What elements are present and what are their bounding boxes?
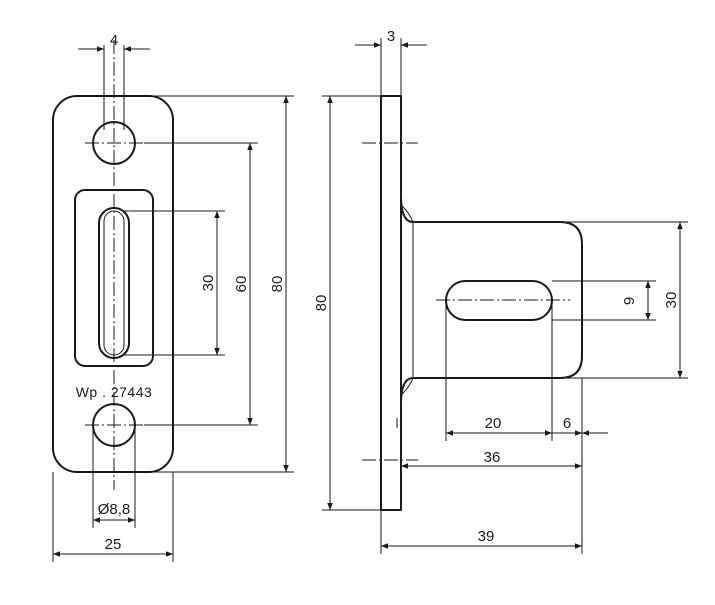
dim-label-slot-length: 20 [485,415,502,432]
tab-fillet [400,204,414,396]
dim-label-slot-length: 30 [200,275,217,292]
part-number-label: Wp . 27443 [76,384,153,400]
dim-label-tab-length: 36 [484,449,501,466]
dim-label-hole-diameter: Ø8,8 [98,501,131,518]
front-plate-outline [52,95,174,473]
dim-label-slot-end-offset: 6 [563,415,571,432]
dim-label-total-height: 80 [269,276,286,293]
side-plate-outline [380,95,402,511]
side-view: 3 80 9 30 20 6 36 39 [313,28,688,554]
dim-label-slot-width: 9 [621,297,638,305]
dim-label-hole-spacing: 60 [233,276,250,293]
dim-label-total-depth: 39 [478,528,495,545]
tab-outline [400,195,583,405]
dim-label-plate-thickness: 3 [387,28,395,45]
front-view: 4 30 60 80 Wp . 27443 Ø8,8 25 [52,32,294,562]
dim-label-width: 25 [105,536,122,553]
dim-label-top-offset: 4 [110,32,118,49]
dim-label-tab-width: 30 [663,292,680,309]
dim-label-side-height: 80 [313,295,330,312]
